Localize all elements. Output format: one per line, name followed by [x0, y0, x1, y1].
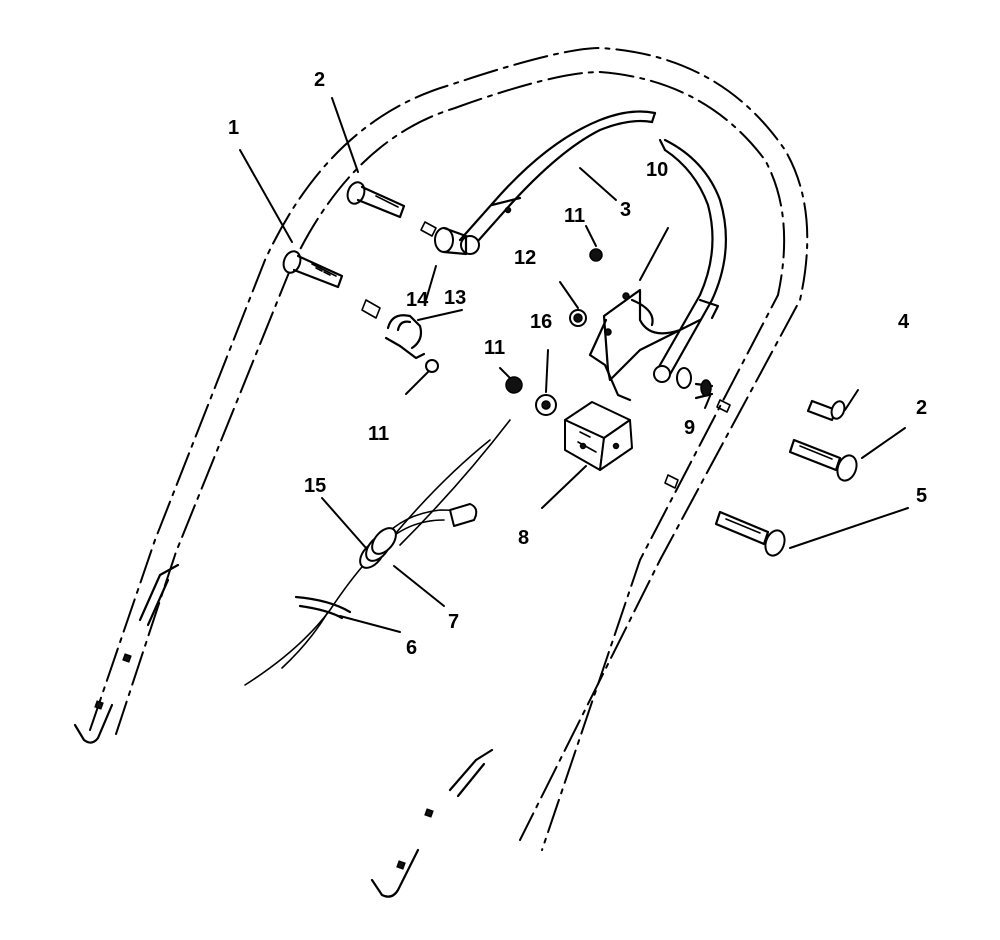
callout-15: 15	[304, 475, 326, 497]
callout-11-top: 11	[564, 205, 585, 227]
callout-11-center: 11	[484, 337, 505, 359]
washer-part-16	[535, 394, 557, 416]
callout-10: 10	[646, 159, 668, 181]
upper-handle-part-3	[458, 110, 727, 383]
cable-grommet-part-7	[359, 527, 397, 569]
callout-16: 16	[530, 311, 552, 333]
bolt-part-4	[806, 399, 846, 422]
nut-part-11-top	[589, 248, 603, 262]
callout-8: 8	[518, 527, 529, 549]
wire-connector	[449, 503, 478, 527]
callout-6: 6	[406, 637, 417, 659]
leader-lines	[239, 97, 909, 633]
callout-12: 12	[514, 247, 536, 269]
switch-box-part-8	[564, 401, 633, 471]
callout-9: 9	[684, 417, 695, 439]
nut-part-11-center	[505, 376, 523, 394]
callout-2-upper: 2	[314, 69, 325, 91]
spacer-part-9	[676, 367, 714, 400]
outer-handle-frame	[73, 46, 809, 898]
callout-3: 3	[620, 199, 631, 221]
cable-clip-part-13	[384, 314, 426, 360]
callout-7: 7	[448, 611, 459, 633]
callout-4: 4	[898, 311, 910, 333]
callout-13: 13	[444, 287, 466, 309]
bolt-part-2-upper	[346, 181, 406, 219]
bolt-part-1	[282, 250, 344, 289]
callout-11-left: 11	[368, 423, 389, 445]
nut-part-11-left	[425, 359, 439, 373]
bushing-part-14	[434, 226, 468, 256]
cable-tie-part-6	[294, 595, 352, 620]
callout-1: 1	[228, 117, 239, 139]
callout-labels: 1 2 3 11 10 12 13 14 11 16 11 4 2 5 9 8 …	[228, 69, 927, 659]
bracket-part-10	[588, 288, 702, 402]
callout-2-lower: 2	[916, 397, 927, 419]
callout-5: 5	[916, 485, 927, 507]
bolt-part-2-lower	[788, 438, 858, 482]
nut-part-12	[569, 309, 587, 327]
bolt-part-5	[714, 510, 786, 557]
callout-14: 14	[406, 289, 429, 311]
